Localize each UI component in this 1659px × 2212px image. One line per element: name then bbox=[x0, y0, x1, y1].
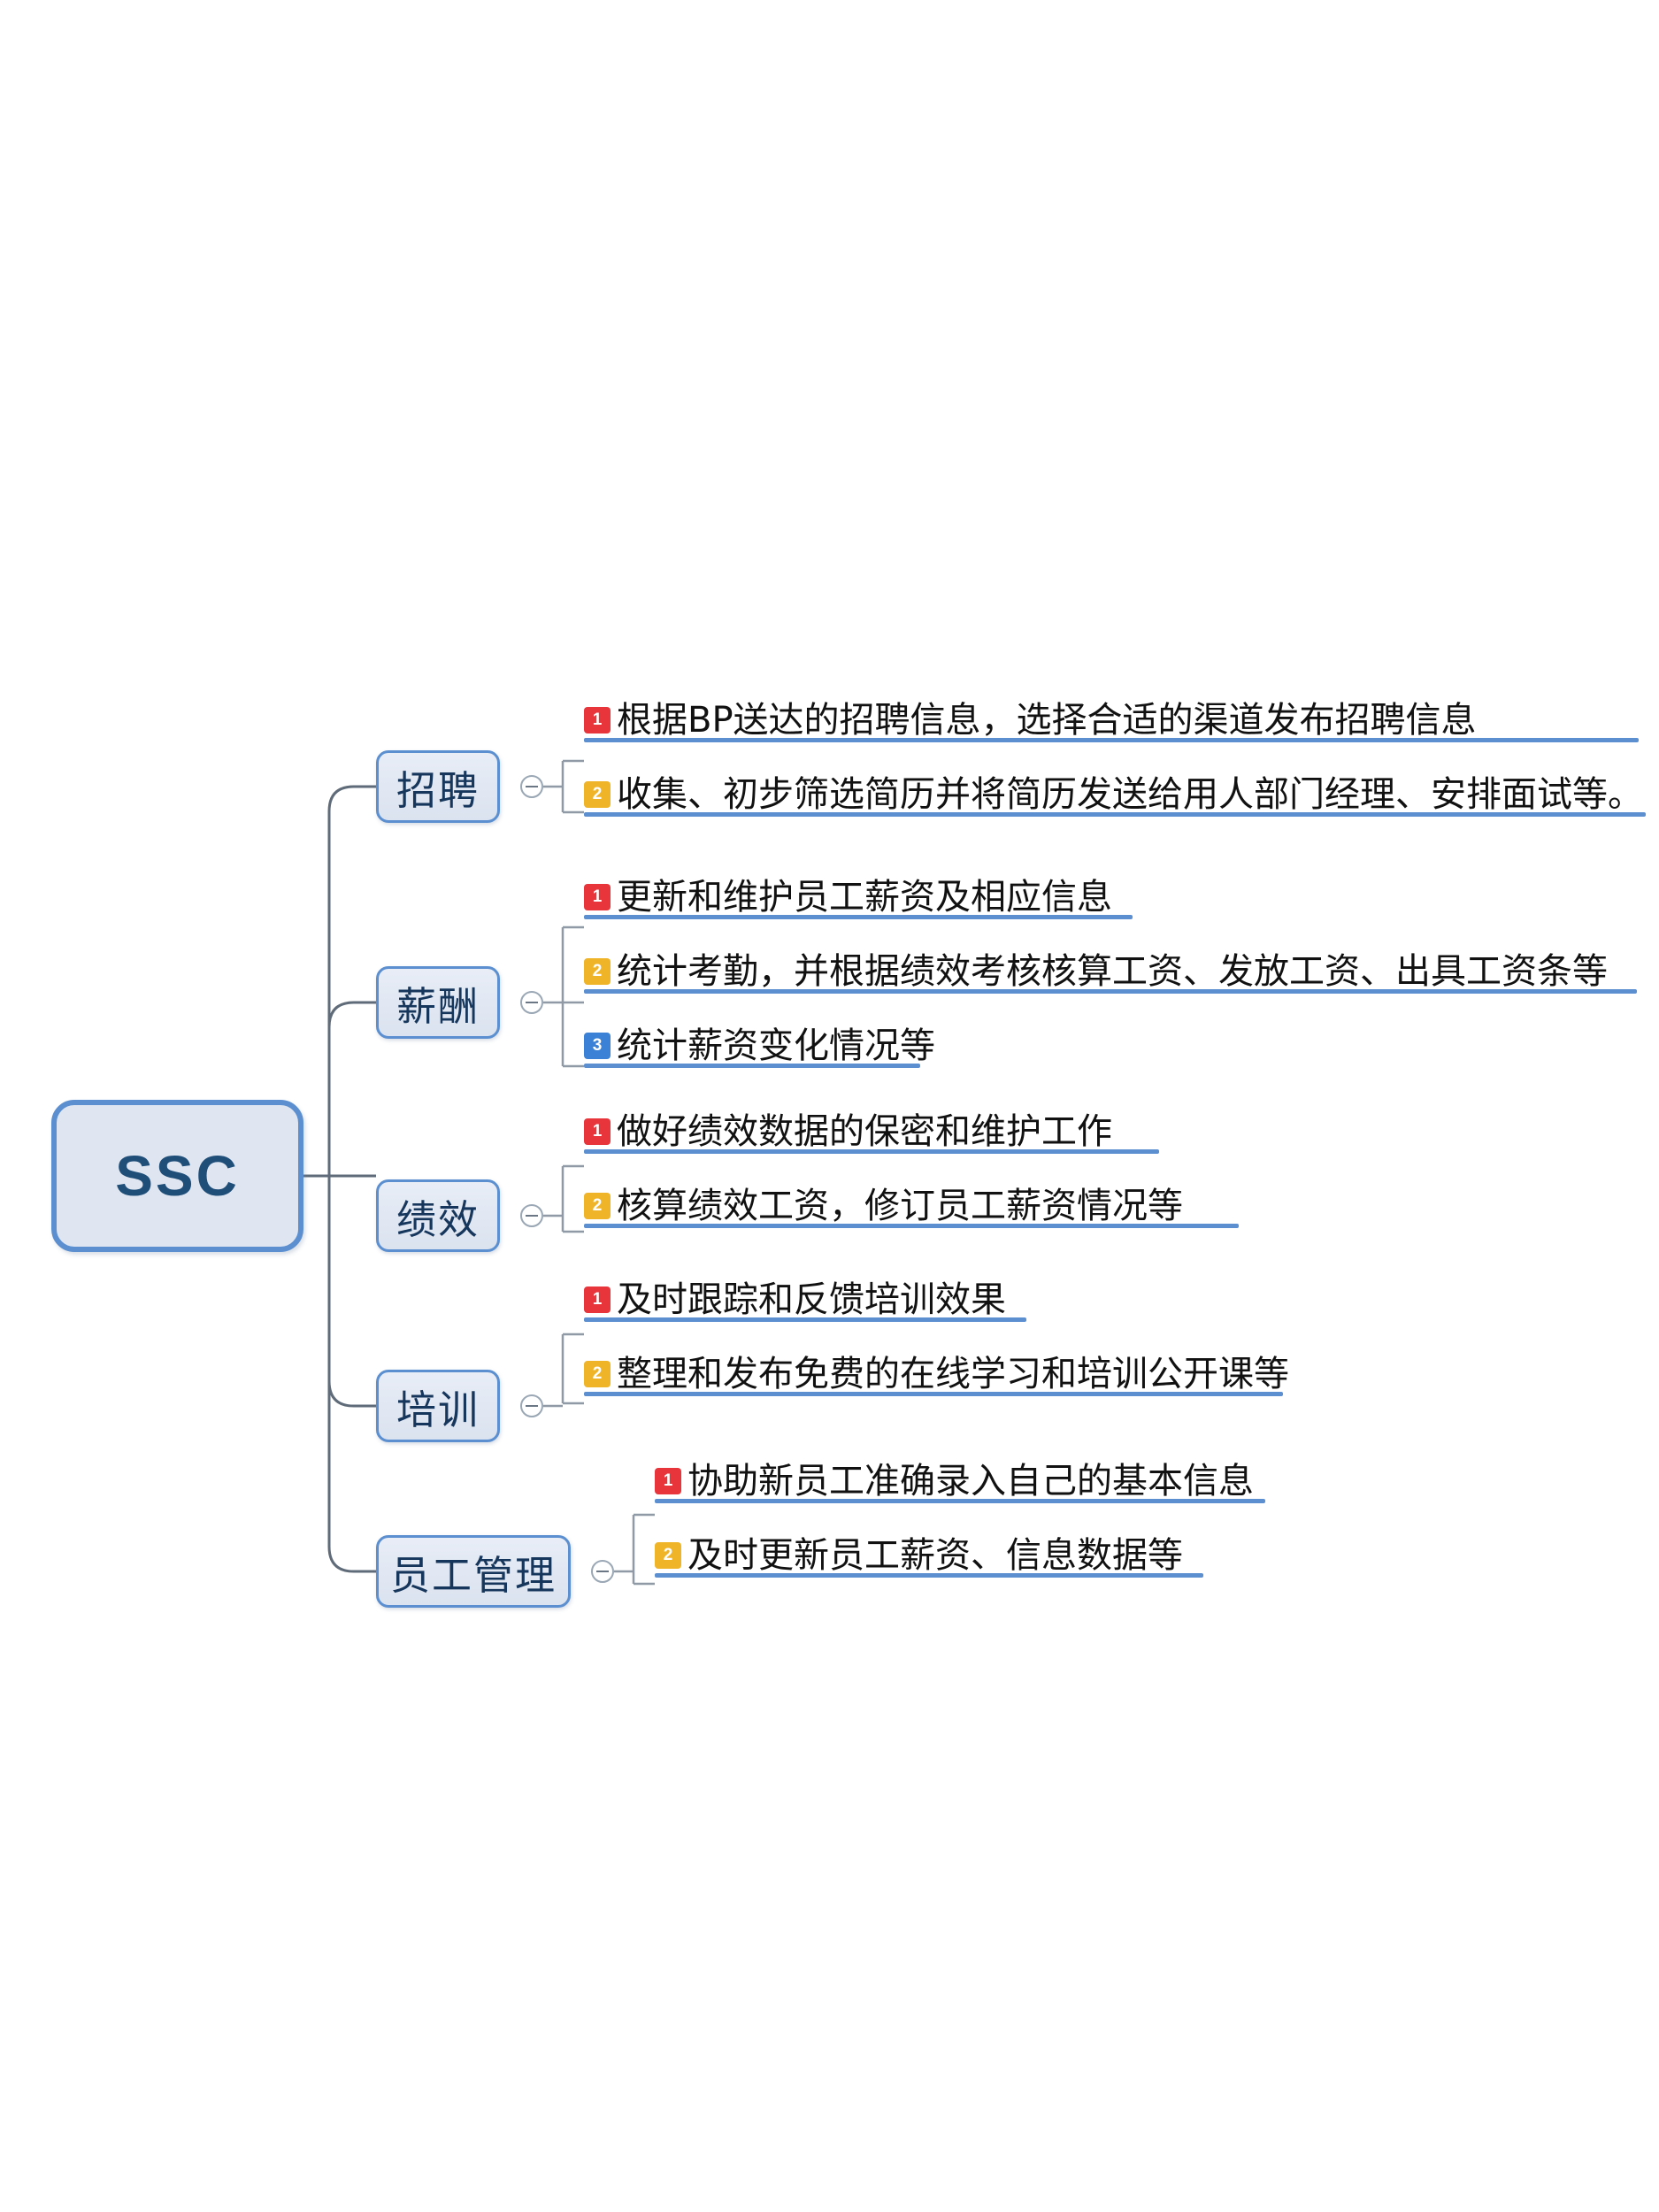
leaf-underline bbox=[584, 1317, 1026, 1322]
leaf-underline bbox=[584, 1149, 1159, 1154]
leaf-index-badge: 2 bbox=[584, 1361, 611, 1387]
leaf-index-badge: 1 bbox=[584, 707, 611, 733]
leaf-index-badge: 2 bbox=[584, 1193, 611, 1219]
collapse-minus-icon-compensation[interactable] bbox=[520, 991, 543, 1014]
collapse-minus-icon-performance[interactable] bbox=[520, 1204, 543, 1227]
leaf-text: 根据BP送达的招聘信息，选择合适的渠道发布招聘信息 bbox=[617, 700, 1477, 741]
leaf-text: 统计薪资变化情况等 bbox=[617, 1025, 935, 1066]
leaf-underline bbox=[584, 738, 1639, 742]
leaf-underline bbox=[655, 1499, 1265, 1503]
leaf-item[interactable]: 2 统计考勤，并根据绩效考核核算工资、发放工资、出具工资条等 bbox=[584, 951, 1637, 994]
collapse-minus-icon-recruitment[interactable] bbox=[520, 775, 543, 798]
leaf-text: 及时跟踪和反馈培训效果 bbox=[617, 1279, 1006, 1320]
leaf-text: 协助新员工准确录入自己的基本信息 bbox=[687, 1461, 1254, 1502]
leaf-underline bbox=[584, 1224, 1239, 1228]
branch-node-label: 薪酬 bbox=[396, 982, 480, 1030]
leaf-underline bbox=[584, 812, 1646, 817]
connector-root-to-branch-5 bbox=[327, 1176, 376, 1573]
branch-node-label: 培训 bbox=[396, 1386, 480, 1433]
leaf-item[interactable]: 1 更新和维护员工薪资及相应信息 bbox=[584, 877, 1133, 919]
leaf-index-badge: 1 bbox=[655, 1468, 681, 1494]
leaf-underline bbox=[655, 1573, 1203, 1578]
leaf-item[interactable]: 3 统计薪资变化情况等 bbox=[584, 1027, 935, 1068]
leaf-index-badge: 2 bbox=[584, 958, 611, 985]
leaf-underline bbox=[584, 915, 1133, 919]
branch-node-compensation[interactable]: 薪酬 bbox=[376, 966, 500, 1039]
root-node-ssc[interactable]: SSC bbox=[51, 1100, 303, 1252]
leaf-text: 及时更新员工薪资、信息数据等 bbox=[687, 1535, 1183, 1576]
branch-node-label: 员工管理 bbox=[389, 1551, 557, 1599]
leaf-index-badge: 1 bbox=[584, 1118, 611, 1145]
leaf-index-badge: 2 bbox=[655, 1542, 681, 1569]
connector-root-to-branch-2 bbox=[327, 1001, 376, 1176]
branch-node-label: 招聘 bbox=[396, 766, 480, 814]
leaf-item[interactable]: 1 做好绩效数据的保密和维护工作 bbox=[584, 1111, 1159, 1154]
connector-root-to-branch-1 bbox=[327, 785, 376, 1176]
leaf-item[interactable]: 2 核算绩效工资，修订员工薪资情况等 bbox=[584, 1186, 1239, 1228]
leaf-text: 做好绩效数据的保密和维护工作 bbox=[617, 1111, 1112, 1152]
leaf-item[interactable]: 2 整理和发布免费的在线学习和培训公开课等 bbox=[584, 1356, 1289, 1396]
leaf-item[interactable]: 2 收集、初步筛选简历并将简历发送给用人部门经理、安排面试等。 bbox=[584, 774, 1646, 817]
leaf-text: 核算绩效工资，修订员工薪资情况等 bbox=[617, 1186, 1183, 1226]
branch-node-recruitment[interactable]: 招聘 bbox=[376, 750, 500, 823]
leaf-index-badge: 1 bbox=[584, 1286, 611, 1313]
leaf-index-badge: 1 bbox=[584, 884, 611, 910]
leaf-text: 整理和发布免费的在线学习和培训公开课等 bbox=[617, 1354, 1289, 1394]
leaf-text: 收集、初步筛选简历并将简历发送给用人部门经理、安排面试等。 bbox=[617, 774, 1643, 815]
leaf-underline bbox=[584, 989, 1637, 994]
leaf-underline bbox=[584, 1064, 920, 1068]
collapse-minus-icon-employee-management[interactable] bbox=[591, 1560, 614, 1583]
leaf-item[interactable]: 1 及时跟踪和反馈培训效果 bbox=[584, 1279, 1026, 1322]
leaf-index-badge: 3 bbox=[584, 1033, 611, 1059]
root-node-label: SSC bbox=[115, 1144, 240, 1208]
branch-node-employee-management[interactable]: 员工管理 bbox=[376, 1535, 571, 1608]
leaf-index-badge: 2 bbox=[584, 781, 611, 808]
leaf-text: 更新和维护员工薪资及相应信息 bbox=[617, 877, 1112, 918]
connector-root-to-branch-4 bbox=[327, 1176, 376, 1408]
leaf-text: 统计考勤，并根据绩效考核核算工资、发放工资、出具工资条等 bbox=[617, 951, 1608, 992]
branch-node-training[interactable]: 培训 bbox=[376, 1370, 500, 1442]
branch-node-performance[interactable]: 绩效 bbox=[376, 1179, 500, 1252]
leaf-item[interactable]: 1 根据BP送达的招聘信息，选择合适的渠道发布招聘信息 bbox=[584, 700, 1639, 742]
leaf-item[interactable]: 1 协助新员工准确录入自己的基本信息 bbox=[655, 1461, 1265, 1503]
collapse-minus-icon-training[interactable] bbox=[520, 1394, 543, 1417]
branch-node-label: 绩效 bbox=[396, 1195, 480, 1243]
leaf-underline bbox=[584, 1392, 1283, 1396]
leaf-item[interactable]: 2 及时更新员工薪资、信息数据等 bbox=[655, 1535, 1203, 1578]
